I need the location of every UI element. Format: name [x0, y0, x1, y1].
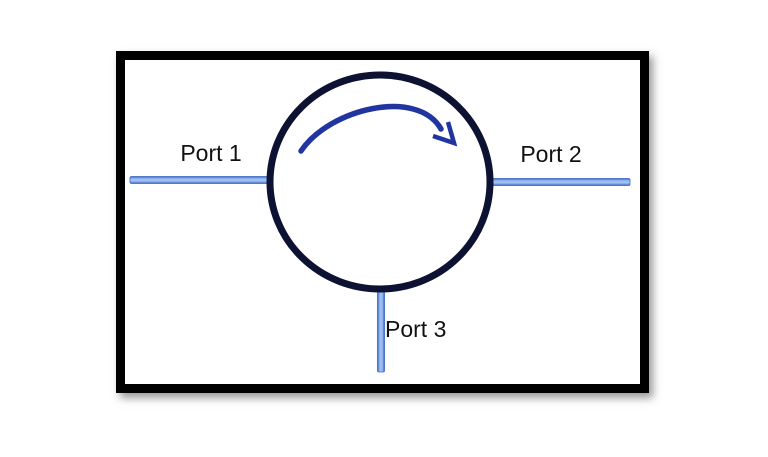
arrow-arc: [298, 103, 444, 154]
port-1-label: Port 1: [180, 140, 242, 166]
port-2-line: [489, 178, 631, 186]
curved-clockwise-arrow-icon: [298, 103, 458, 154]
port-3-label: Port 3: [385, 316, 447, 342]
arrow-head: [432, 121, 458, 147]
port-2-label: Port 2: [520, 141, 582, 167]
port-1-line: [129, 176, 274, 184]
port-3-line: [377, 286, 385, 373]
